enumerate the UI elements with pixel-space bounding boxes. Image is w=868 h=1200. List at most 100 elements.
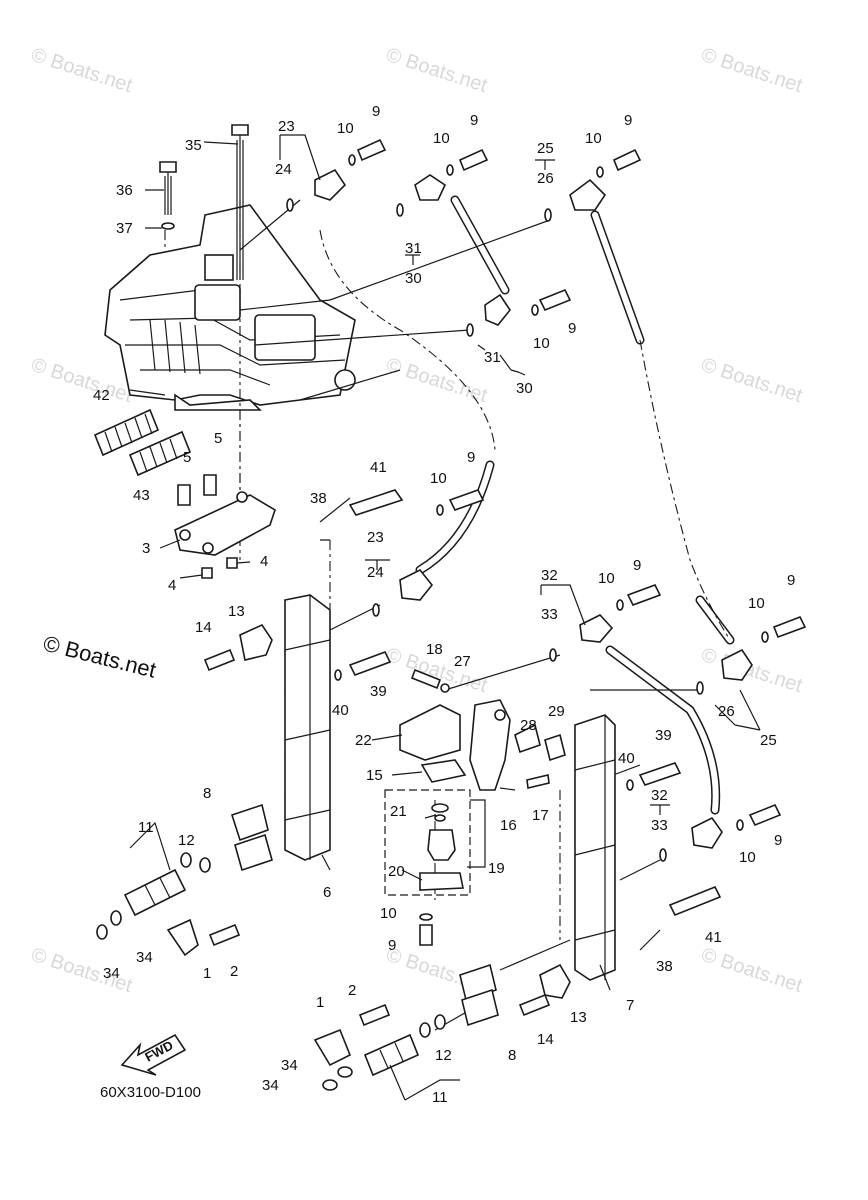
part-label: 7: [626, 997, 634, 1014]
part-label: 40: [618, 750, 635, 767]
copyright-mark: © Boats.net: [41, 631, 159, 683]
part-label: 13: [228, 603, 245, 620]
watermark: © Boats.net: [698, 944, 805, 997]
part-label: 23: [278, 118, 295, 135]
part-label: 9: [633, 557, 641, 574]
part-label: 10: [430, 470, 447, 487]
fwd-arrow: FWD: [120, 1033, 187, 1076]
part-label: 3: [142, 540, 150, 557]
part-label: 41: [370, 459, 387, 476]
part-label: 11: [432, 1089, 448, 1106]
clips: [230, 803, 499, 1027]
part-label: 24: [367, 564, 384, 581]
part-label: 12: [178, 832, 195, 849]
part-label: 40: [332, 702, 349, 719]
part-label: 26: [537, 170, 554, 187]
part-label: 9: [568, 320, 576, 337]
part-label: 42: [93, 387, 110, 404]
part-label: 38: [656, 958, 673, 975]
part-label: 10: [598, 570, 615, 587]
part-label: 22: [355, 732, 372, 749]
part-label: 4: [260, 553, 268, 570]
part-label: 10: [337, 120, 354, 137]
injector-lower: [313, 1028, 420, 1077]
part-label: 9: [470, 112, 478, 129]
part-label: 10: [748, 595, 765, 612]
drawing-code: 60X3100-D100: [100, 1084, 201, 1101]
part-label: 10: [433, 130, 450, 147]
part-label: 21: [390, 803, 407, 820]
fuel-rail-7: [574, 714, 616, 981]
part-label: 10: [533, 335, 550, 352]
part-label: 10: [585, 130, 602, 147]
part-label: 31: [484, 349, 501, 366]
part-label: 32: [651, 787, 668, 804]
part-label: 9: [372, 103, 380, 120]
watermark: © Boats.net: [383, 354, 490, 407]
part-label: 5: [183, 449, 191, 466]
hose-joints: [314, 168, 753, 849]
part-label: 39: [370, 683, 387, 700]
fuel-rail-6: [284, 594, 331, 861]
part-label: 33: [651, 817, 668, 834]
part-label: 30: [516, 380, 533, 397]
part-label: 39: [655, 727, 672, 744]
part-label: 9: [624, 112, 632, 129]
watermark: © Boats.net: [698, 354, 805, 407]
part-label: 38: [310, 490, 327, 507]
rail-brackets: [239, 623, 571, 999]
part-labels: 1 1 2 2 3 4 4 5 5 6 7 8 8 9 9 9 9 9 9 9 …: [93, 103, 795, 1106]
part-label: 23: [367, 529, 384, 546]
leader-lines: [129, 134, 761, 1101]
part-label: 8: [203, 785, 211, 802]
watermark: © Boats.net: [28, 44, 135, 97]
part-label: 15: [366, 767, 383, 784]
part-label: 41: [705, 929, 722, 946]
part-label: 30: [405, 270, 422, 287]
part-label: 1: [316, 994, 324, 1011]
part-label: 14: [537, 1031, 554, 1048]
part-label: 32: [541, 567, 558, 584]
part-label: 34: [262, 1077, 279, 1094]
part-label: 20: [388, 863, 405, 880]
watermark: © Boats.net: [28, 354, 135, 407]
part-label: 35: [185, 137, 202, 154]
part-label: 13: [570, 1009, 587, 1026]
part-label: 37: [116, 220, 133, 237]
part-label: 28: [520, 717, 537, 734]
part-label: 34: [103, 965, 120, 982]
part-label: 25: [760, 732, 777, 749]
part-label: 11: [138, 819, 154, 836]
springs: [93, 408, 192, 477]
part-label: 25: [537, 140, 554, 157]
part-label: 1: [203, 965, 211, 982]
bolts: [159, 124, 807, 1027]
part-label: 2: [230, 963, 238, 980]
part-label: 24: [275, 161, 292, 178]
part-label: 2: [348, 982, 356, 999]
part-label: 18: [426, 641, 443, 658]
part-label: 34: [281, 1057, 298, 1074]
part-label: 8: [508, 1047, 516, 1064]
part-label: 10: [739, 849, 756, 866]
pressure-regulator: [384, 699, 566, 896]
part-label: 9: [467, 449, 475, 466]
part-label: 19: [488, 860, 505, 877]
part-label: 29: [548, 703, 565, 720]
part-label: 10: [380, 905, 397, 922]
injector-upper: [123, 868, 199, 957]
part-label: 31: [405, 240, 422, 257]
watermark: © Boats.net: [383, 44, 490, 97]
part-label: 34: [136, 949, 153, 966]
part-label: 5: [214, 430, 222, 447]
engine-assembly: [104, 204, 356, 411]
part-label: 43: [133, 487, 150, 504]
bracket-3: [174, 491, 276, 579]
part-label: 27: [454, 653, 471, 670]
part-label: 26: [718, 703, 735, 720]
watermark: © Boats.net: [698, 44, 805, 97]
part-label: 9: [787, 572, 795, 589]
part-label: 4: [168, 577, 176, 594]
part-label: 33: [541, 606, 558, 623]
part-label: 17: [532, 807, 549, 824]
